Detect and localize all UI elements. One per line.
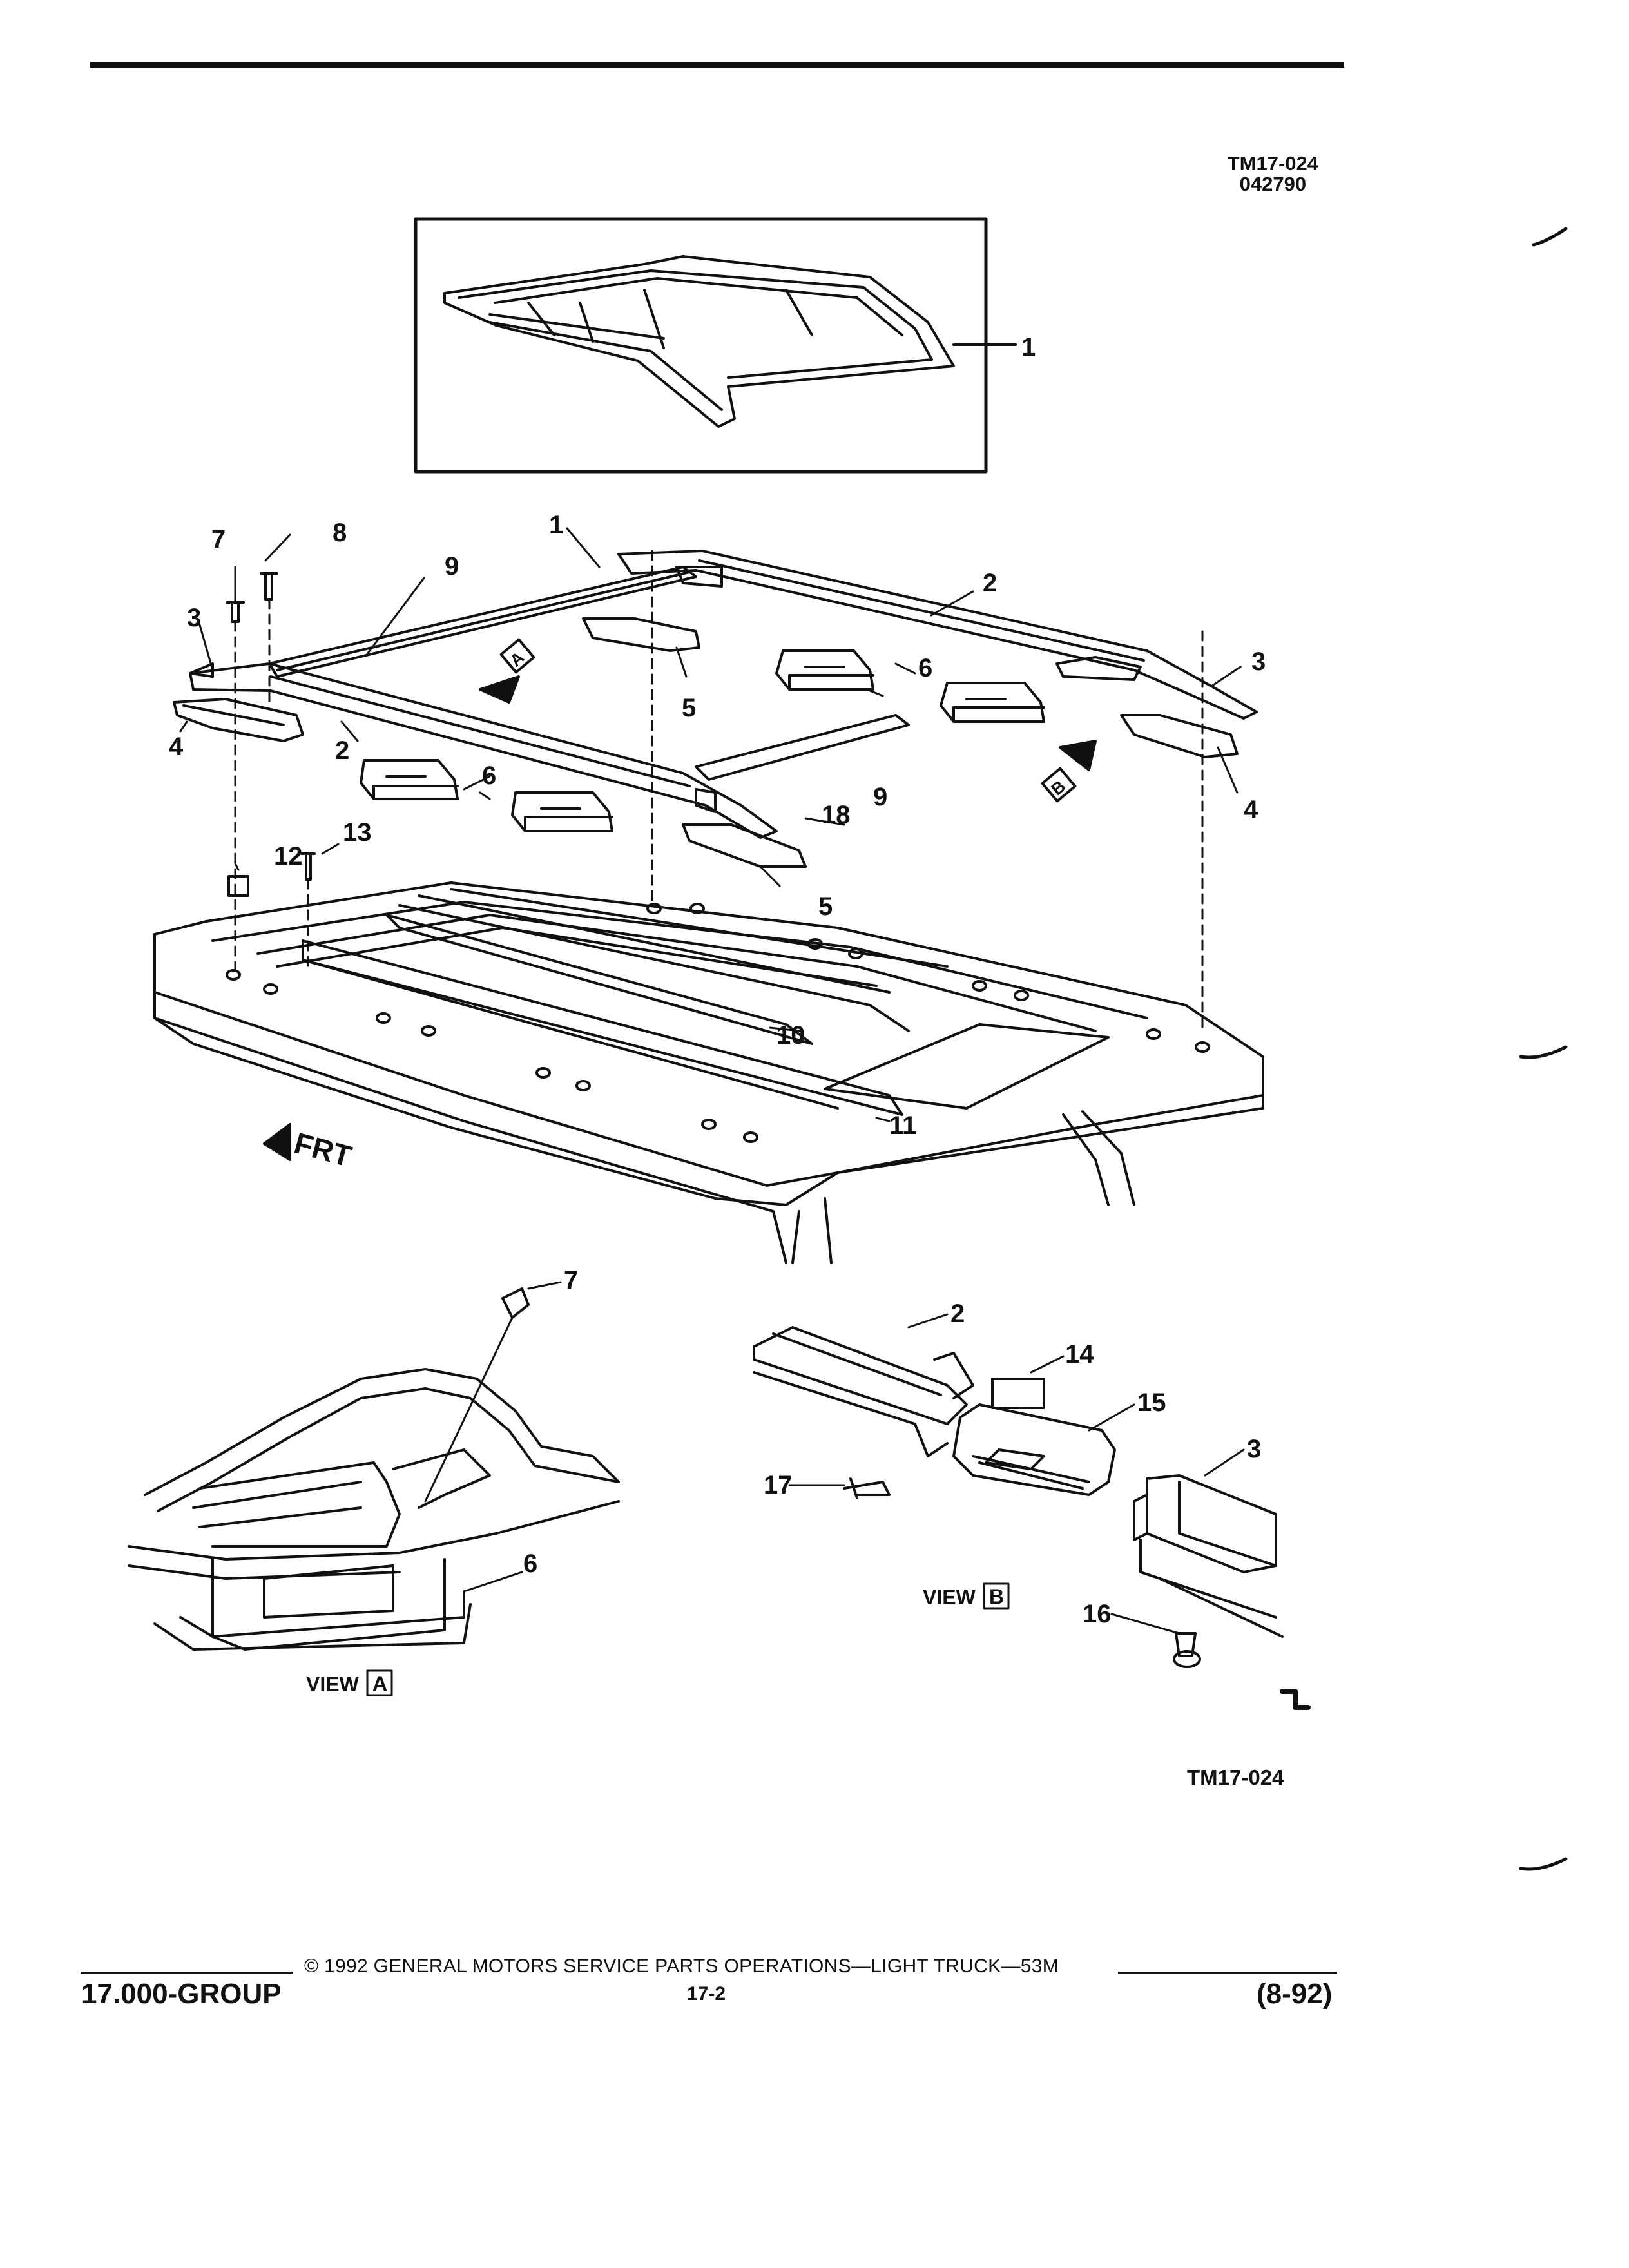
- callout-5-lower: 5: [818, 892, 833, 921]
- view-a-letter: A: [372, 1672, 387, 1695]
- callout-16: 16: [1083, 1600, 1112, 1628]
- rack-rail-right: [617, 550, 1258, 720]
- callout-3-right: 3: [1251, 648, 1266, 676]
- callout-7-view-a: 7: [564, 1266, 578, 1294]
- callout-12: 12: [274, 842, 303, 870]
- front-label: FRT: [291, 1126, 355, 1173]
- callout-3-left: 3: [187, 604, 201, 632]
- callout-10: 10: [776, 1021, 805, 1050]
- leader-lines: [179, 527, 1242, 1122]
- rack-rail-left: [189, 662, 778, 839]
- callout-7: 7: [211, 525, 226, 553]
- callout-14: 14: [1065, 1340, 1094, 1369]
- callout-17: 17: [764, 1471, 793, 1499]
- view-b-text: VIEW: [923, 1586, 976, 1609]
- callout-2-left: 2: [335, 736, 349, 765]
- callout-6-left: 6: [482, 762, 496, 790]
- callout-4-right: 4: [1244, 796, 1258, 824]
- roof-slats: [302, 888, 949, 1116]
- callout-6-right: 6: [918, 654, 932, 682]
- support-blocks: [360, 649, 1045, 832]
- figure-ref-date: 042790: [1239, 173, 1307, 195]
- figure-reference-bottom: TM17-024: [1187, 1765, 1284, 1789]
- callout-11: 11: [889, 1111, 916, 1140]
- view-a-detail: 7 6 VIEW A: [128, 1266, 620, 1696]
- callout-2-right: 2: [983, 569, 997, 597]
- support-brackets: [173, 617, 1239, 868]
- footer-group: 17.000-GROUP: [81, 1978, 282, 2010]
- rack-crossbar-front: [268, 566, 697, 678]
- callout-18: 18: [822, 801, 851, 829]
- rack-crossbar-rear: [695, 714, 910, 781]
- arrow-a-label: A: [506, 648, 528, 670]
- callout-15: 15: [1137, 1389, 1166, 1417]
- callout-1: 1: [549, 511, 563, 539]
- rack-frame-inset: [443, 255, 1017, 428]
- front-indicator: FRT: [263, 1123, 355, 1173]
- callout-13: 13: [343, 818, 372, 847]
- footer-rule-right: [1118, 1972, 1337, 1974]
- top-rule: [90, 62, 1344, 68]
- footer-page-number: 17-2: [687, 1983, 726, 2004]
- callout-2-view-b: 2: [950, 1300, 965, 1328]
- callout-9-lower: 9: [873, 783, 887, 811]
- footer-copyright: © 1992 GENERAL MOTORS SERVICE PARTS OPER…: [304, 1956, 1059, 1977]
- callout-3-view-b: 3: [1247, 1435, 1261, 1463]
- footer-rule-left: [81, 1972, 293, 1974]
- callouts-main: 1 2 2 3 3 4 4 5 5 6 6 7 8 9 9 10 11 12 1…: [169, 511, 1266, 1140]
- callout-6-view-a: 6: [523, 1550, 537, 1578]
- view-b-letter: B: [989, 1585, 1004, 1608]
- view-a-text: VIEW: [306, 1673, 360, 1696]
- roof-panel: [153, 881, 1264, 1264]
- figure-reference: TM17-024 042790: [1228, 153, 1318, 195]
- callout-9-upper: 9: [445, 552, 459, 581]
- rack-inset-box: 1: [414, 217, 1036, 474]
- arrow-b-indicator: B: [1041, 740, 1097, 803]
- callout-5-upper: 5: [682, 694, 696, 722]
- callout-4-left: 4: [169, 733, 184, 761]
- figure-ref-code: TM17-024: [1227, 152, 1318, 175]
- callout-8: 8: [333, 519, 347, 547]
- callout-1-inset: 1: [1021, 333, 1036, 361]
- arrow-a-indicator: A: [479, 638, 535, 704]
- rack-end-caps: [189, 566, 1142, 813]
- footer-date: (8-92): [1257, 1978, 1333, 2010]
- roof-holes: [226, 903, 1210, 1143]
- view-b-detail: 2 14 15 3 17 16 VIEW B: [753, 1300, 1284, 1668]
- scan-marks: [1280, 227, 1568, 1871]
